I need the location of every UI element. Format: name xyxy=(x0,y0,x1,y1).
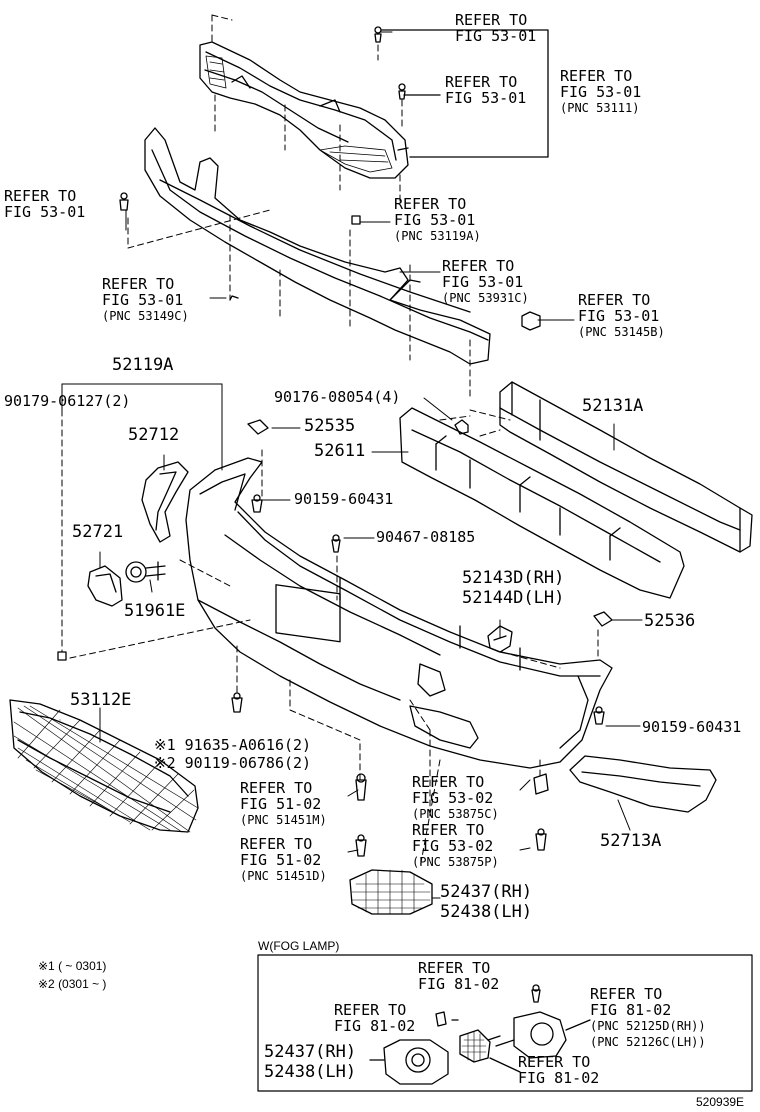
figure-id: 520939E xyxy=(696,1095,745,1109)
fog-part-52438-lh[interactable]: 52438(LH) xyxy=(264,1062,357,1082)
part-90119-06786[interactable]: ※2 90119-06786(2) xyxy=(154,754,312,772)
part-91635-a0616[interactable]: ※1 91635-A0616(2) xyxy=(154,736,312,754)
part-52535[interactable]: 52535 xyxy=(304,416,356,436)
clearance-lamp-socket-part xyxy=(125,561,166,583)
note-2: ※2 (0301 ~ ) xyxy=(38,977,107,991)
bumper-energy-absorber-part xyxy=(399,407,685,599)
part-52144d-lh[interactable]: 52144D(LH) xyxy=(462,588,565,608)
bumper-side-moulding-part xyxy=(569,755,717,813)
part-90179-06127[interactable]: 90179-06127(2) xyxy=(4,392,131,410)
fog-lamp-variant-box xyxy=(257,954,753,1092)
fog-lamp-cover-part xyxy=(349,869,433,915)
part-52611[interactable]: 52611 xyxy=(314,441,366,461)
part-52713a[interactable]: 52713A xyxy=(600,831,662,851)
note-1: ※1 ( ~ 0301) xyxy=(38,959,107,973)
fog-lamp-parts xyxy=(369,984,591,1085)
part-52119a[interactable]: 52119A xyxy=(112,355,174,375)
part-52131a[interactable]: 52131A xyxy=(582,396,644,416)
fog-lamp-box-title: W(FOG LAMP) xyxy=(258,939,340,953)
upper-grille-part xyxy=(199,26,409,179)
fog-part-52437-rh[interactable]: 52437(RH) xyxy=(264,1042,357,1062)
part-51961e[interactable]: 51961E xyxy=(124,601,186,621)
front-bumper-cover-part xyxy=(185,457,613,769)
part-52712[interactable]: 52712 xyxy=(128,425,180,445)
part-90159-60431-upper[interactable]: 90159-60431 xyxy=(294,490,394,508)
fasteners xyxy=(57,419,613,857)
part-90467-08185[interactable]: 90467-08185 xyxy=(376,528,476,546)
part-52438-lh[interactable]: 52438(LH) xyxy=(440,902,533,922)
part-90176-08054[interactable]: 90176-08054(4) xyxy=(274,388,401,406)
part-90159-60431-lower[interactable]: 90159-60431 xyxy=(642,718,742,736)
part-52143d-rh[interactable]: 52143D(RH) xyxy=(462,568,565,588)
part-53112e[interactable]: 53112E xyxy=(70,690,132,710)
side-marker-lamp-part xyxy=(87,565,123,607)
front-bumper-retainer-part xyxy=(119,127,541,365)
lower-grille-part xyxy=(9,699,199,833)
bumper-reinforcement-part xyxy=(499,381,753,553)
part-52536[interactable]: 52536 xyxy=(644,611,696,631)
part-52721[interactable]: 52721 xyxy=(72,522,124,542)
part-52437-rh[interactable]: 52437(RH) xyxy=(440,882,533,902)
fog-lamp-bezel-part xyxy=(141,461,189,543)
